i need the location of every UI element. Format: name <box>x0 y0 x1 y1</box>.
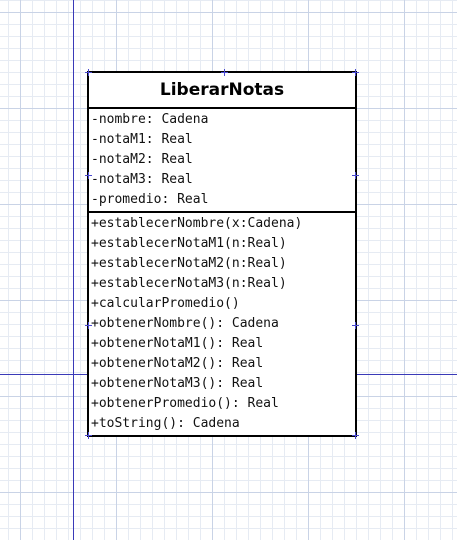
method-row[interactable]: +establecerNombre(x:Cadena) <box>91 216 303 231</box>
method-row[interactable]: +establecerNotaM3(n:Real) <box>91 276 287 291</box>
method-row[interactable]: +establecerNotaM2(n:Real) <box>91 256 287 271</box>
uml-class-box[interactable]: LiberarNotas -nombre: Cadena -notaM1: Re… <box>86 69 358 439</box>
attribute-row[interactable]: -nombre: Cadena <box>91 112 209 127</box>
connection-handle-right[interactable] <box>353 172 358 179</box>
class-name[interactable]: LiberarNotas <box>89 73 355 109</box>
connection-handle-left-lower[interactable] <box>86 322 91 329</box>
resize-handle-bottom-right[interactable] <box>353 432 358 439</box>
method-row[interactable]: +toString(): Cadena <box>91 416 240 431</box>
resize-handle-top-left[interactable] <box>86 69 91 76</box>
resize-handle-top-center[interactable] <box>222 69 227 76</box>
attribute-row[interactable]: -notaM1: Real <box>91 132 193 147</box>
connection-handle-left[interactable] <box>86 172 91 179</box>
method-row[interactable]: +obtenerNotaM2(): Real <box>91 356 264 371</box>
resize-handle-bottom-left[interactable] <box>86 432 91 439</box>
methods-compartment: +establecerNombre(x:Cadena) +establecerN… <box>89 213 355 435</box>
attributes-compartment: -nombre: Cadena -notaM1: Real -notaM2: R… <box>89 109 355 213</box>
method-row[interactable]: +establecerNotaM1(n:Real) <box>91 236 287 251</box>
connection-handle-right-lower[interactable] <box>353 322 358 329</box>
resize-handle-top-right[interactable] <box>353 69 358 76</box>
method-row[interactable]: +obtenerNotaM3(): Real <box>91 376 264 391</box>
method-row[interactable]: +calcularPromedio() <box>91 296 240 311</box>
attribute-row[interactable]: -notaM3: Real <box>91 172 193 187</box>
vertical-guide-line <box>73 0 74 540</box>
method-row[interactable]: +obtenerNotaM1(): Real <box>91 336 264 351</box>
attribute-row[interactable]: -notaM2: Real <box>91 152 193 167</box>
method-row[interactable]: +obtenerNombre(): Cadena <box>91 316 279 331</box>
attribute-row[interactable]: -promedio: Real <box>91 192 209 207</box>
method-row[interactable]: +obtenerPromedio(): Real <box>91 396 279 411</box>
